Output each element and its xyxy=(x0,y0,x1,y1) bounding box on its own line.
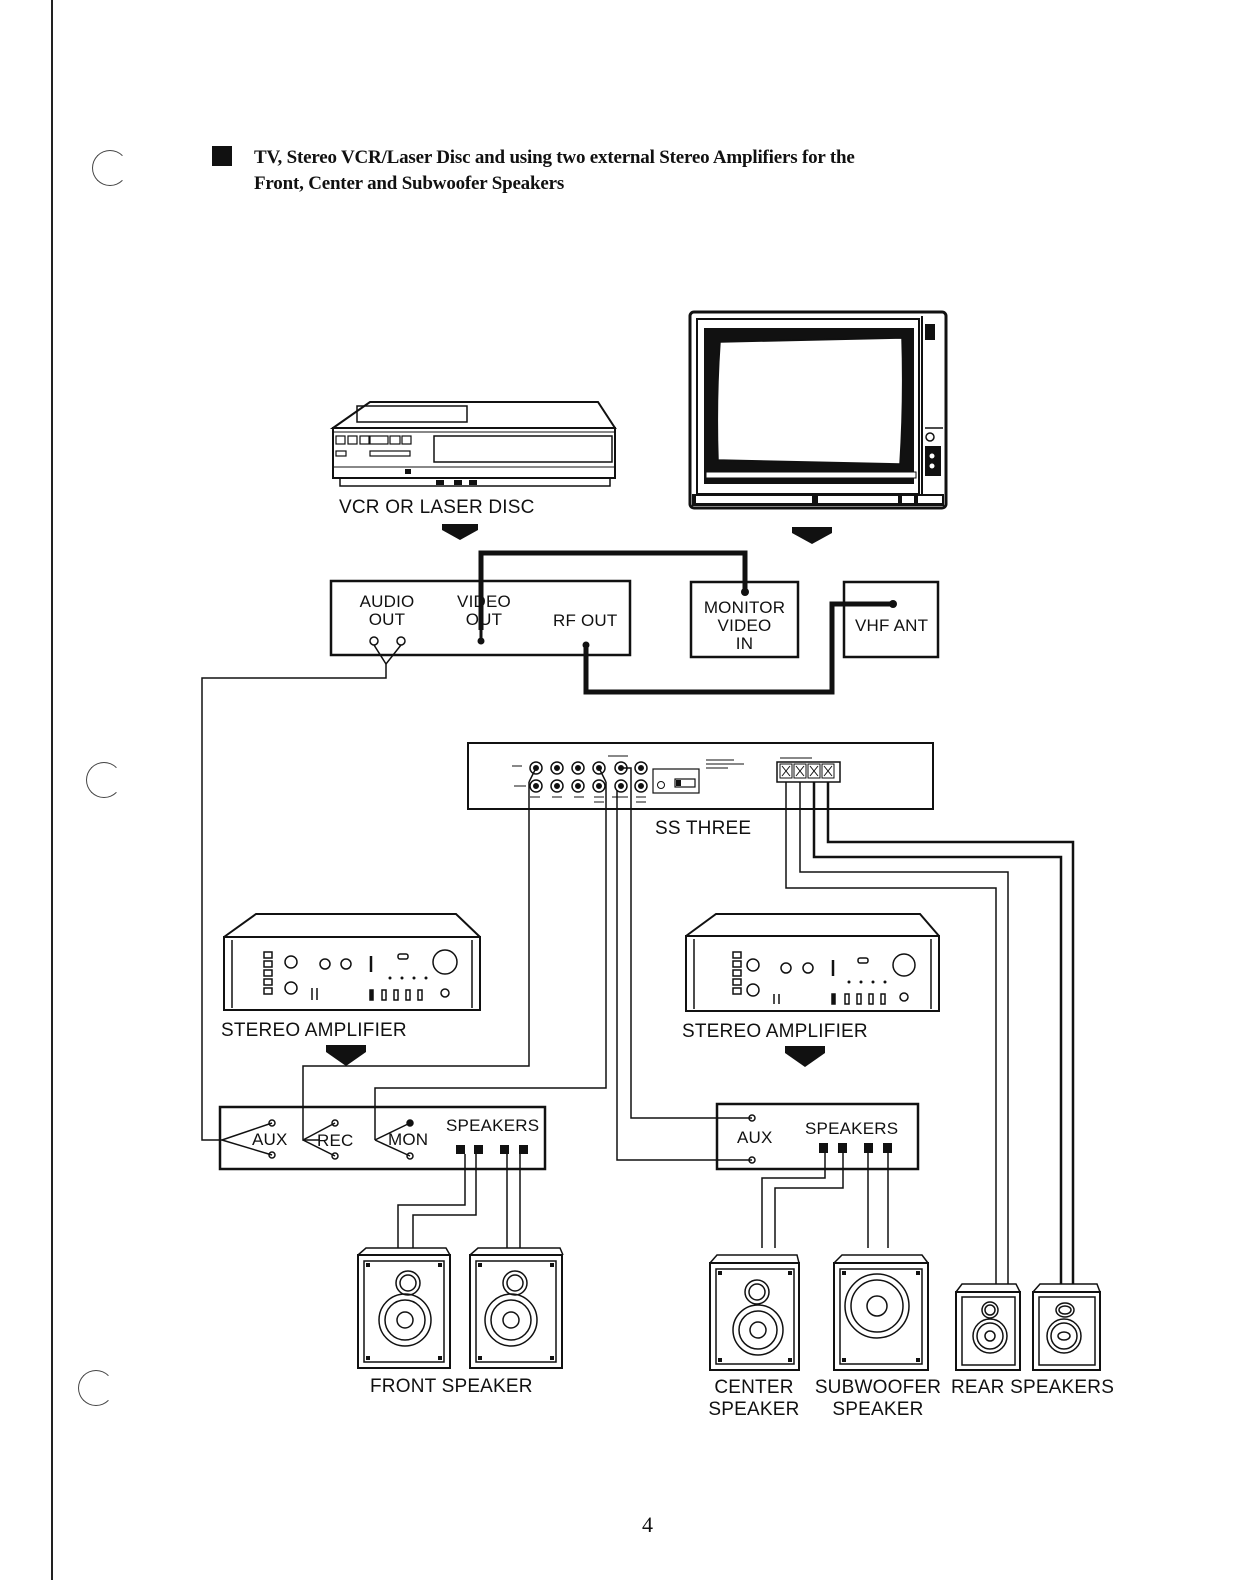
cable-ss-to-aux-top xyxy=(630,808,752,1119)
audio-out-label-1: AUDIO xyxy=(359,592,415,611)
cable-ss-to-mon xyxy=(374,782,607,1140)
left-amp-aux-label: AUX xyxy=(252,1130,288,1149)
tv-device-illustration xyxy=(688,310,948,510)
monitor-label-1: MONITOR xyxy=(703,598,786,617)
page-number: 4 xyxy=(642,1512,653,1537)
rear-speaker-label: REAR SPEAKERS xyxy=(951,1377,1115,1398)
audio-out-label-2: OUT xyxy=(368,610,406,629)
right-amp-aux-label: AUX xyxy=(737,1128,773,1147)
heading-line-1: TV, Stereo VCR/Laser Disc and using two … xyxy=(254,147,855,168)
vhf-ant-label: VHF ANT xyxy=(855,616,929,635)
rear-speaker-left-illustration xyxy=(955,1283,1021,1371)
amp-right-label: STEREO AMPLIFIER xyxy=(682,1021,868,1042)
ss-three-label: SS THREE xyxy=(655,818,752,839)
monitor-label-2: VIDEO xyxy=(717,616,772,635)
arrow-down-tv xyxy=(792,527,832,544)
punch-hole-top xyxy=(92,150,128,186)
cable-ss-to-rec xyxy=(302,782,530,1141)
rear-speaker-wire-3 xyxy=(812,782,1063,1284)
subwoofer-label-2: SPEAKER xyxy=(832,1399,924,1420)
heading-bullet-icon xyxy=(212,146,232,166)
heading-line-2: Front, Center and Subwoofer Speakers xyxy=(254,173,565,194)
video-out-label-2: OUT xyxy=(465,610,503,629)
arrow-down-vcr xyxy=(442,524,478,540)
front-speaker-right-illustration xyxy=(469,1247,564,1369)
front-speaker-left-illustration xyxy=(357,1247,451,1369)
stereo-amplifier-left-illustration xyxy=(223,913,481,1011)
vcr-label: VCR OR LASER DISC xyxy=(339,497,535,518)
center-speaker-illustration xyxy=(709,1254,800,1371)
binder-edge-line xyxy=(51,0,53,1580)
cable-audio-out xyxy=(201,664,387,1141)
vhf-ant-box xyxy=(842,580,940,659)
subwoofer-label-1: SUBWOOFER xyxy=(814,1377,942,1398)
left-amp-mon-label: MON xyxy=(388,1130,429,1149)
cable-video xyxy=(478,550,748,630)
video-out-label-1: VIDEO xyxy=(457,592,511,611)
vcr-device-illustration xyxy=(329,401,617,487)
rear-speaker-wire-2 xyxy=(799,782,1009,1284)
amp-left-label: STEREO AMPLIFIER xyxy=(221,1020,407,1041)
front-speaker-label: FRONT SPEAKER xyxy=(370,1376,533,1397)
left-amp-speakers-label: SPEAKERS xyxy=(446,1116,540,1135)
cable-rf xyxy=(583,601,892,695)
arrow-down-amp-right xyxy=(785,1046,825,1067)
ss-three-rear-panel xyxy=(467,742,934,810)
stereo-amplifier-right-illustration xyxy=(685,913,940,1012)
arrow-down-amp-left xyxy=(326,1045,366,1066)
rf-out-label: RF OUT xyxy=(553,611,618,630)
center-speaker-label-1: CENTER xyxy=(714,1377,794,1398)
cable-ss-to-aux-bottom xyxy=(616,790,752,1161)
punch-hole-bottom xyxy=(78,1370,114,1406)
monitor-video-in-box xyxy=(689,580,800,659)
right-amp-speakers-label: SPEAKERS xyxy=(805,1119,899,1138)
rear-speaker-wire-1 xyxy=(785,782,997,1284)
rear-speaker-wire-4 xyxy=(826,782,1075,1284)
rear-speaker-right-illustration xyxy=(1032,1283,1101,1371)
subwoofer-speaker-illustration xyxy=(833,1254,929,1371)
left-amp-rear-panel xyxy=(218,1105,547,1171)
monitor-label-3: IN xyxy=(735,634,754,653)
right-amp-rear-panel xyxy=(715,1102,920,1171)
center-speaker-label-2: SPEAKER xyxy=(708,1399,800,1420)
punch-hole-middle xyxy=(86,762,122,798)
left-amp-rec-label: REC xyxy=(317,1131,354,1150)
